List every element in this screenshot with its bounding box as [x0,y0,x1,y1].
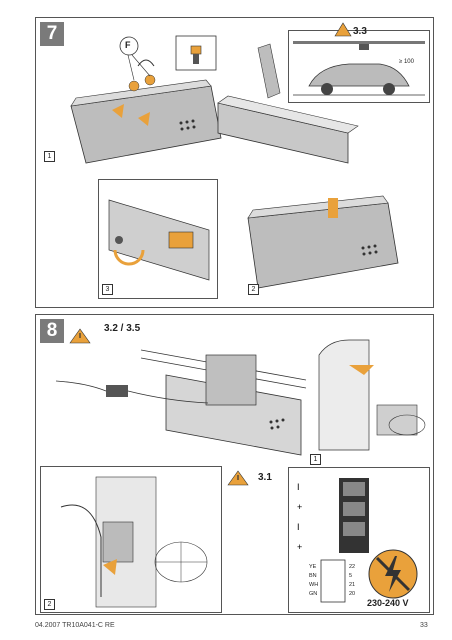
pin-5: 5 [349,573,353,579]
step-8-sub-2: 2 [44,599,55,610]
voltage-label: 230-240 V [367,598,409,608]
step-7-panel: 7 F 3.3 ≥ 1 [35,17,434,308]
operator-rail-illustration [247,195,399,289]
warning-triangle-terminal-icon [227,470,249,486]
wire-label-gn: GN [309,591,318,597]
step-7-sub-2: 2 [248,284,259,295]
callout-f: F [125,40,131,50]
warning-triangle-icon [69,328,91,344]
ref-3-1: 3.1 [258,472,272,483]
footer-doc-ref: 04.2007 TR10A041-C RE [35,622,115,629]
step-8-sub-1: 1 [310,454,321,465]
pin-20: 20 [349,591,356,597]
bracket-mounting-illustration [108,199,210,281]
operator-power-illustration [55,349,307,456]
cover-illustration [318,339,426,451]
garage-clearance-box: 3.3 ≥ 100 [288,22,430,103]
terminal-block-illustration: I + I + [297,478,369,603]
ref-3-3: 3.3 [353,26,367,37]
clearance-label: ≥ 100 [399,59,414,65]
footer-page-number: 33 [420,622,428,629]
pin-22: 22 [349,564,356,570]
car-illustration [293,22,425,96]
svg-text:I: I [297,522,300,532]
ref-3-2-3-5: 3.2 / 3.5 [104,323,141,334]
operator-screws-illustration [70,35,222,164]
step-8-panel: 8 3.2 / 3.5 1 [35,314,434,615]
mounting-detail-box [98,179,218,299]
wiring-illustration [60,476,208,608]
terminal-box: I + I + YE BN WH GN 22 5 21 20 230-240 V [288,467,430,613]
step-7-sub-1: 1 [44,151,55,162]
svg-text:+: + [297,502,302,512]
step-7-number: 7 [40,22,64,46]
wire-label-bn: BN [309,573,317,579]
svg-text:I: I [297,482,300,492]
step-7-sub-3: 3 [102,284,113,295]
pin-21: 21 [349,582,356,588]
wire-label-wh: WH [309,582,319,588]
wire-label-ye: YE [309,564,317,570]
wiring-detail-box [40,466,222,613]
no-high-voltage-icon [368,549,418,599]
rail-illustration [217,43,359,164]
svg-text:+: + [297,542,302,552]
step-8-number: 8 [40,319,64,343]
